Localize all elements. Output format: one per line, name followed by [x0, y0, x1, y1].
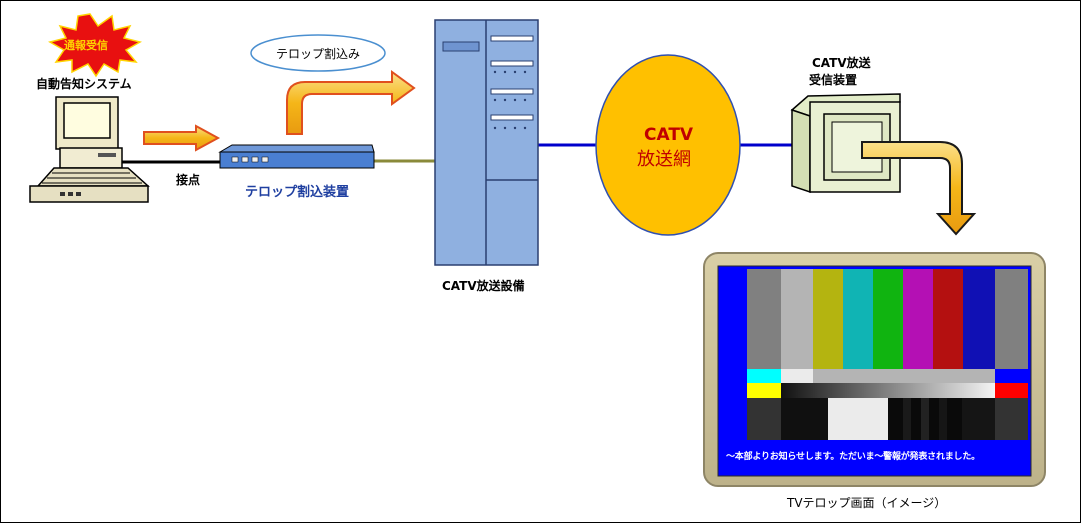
- notification-burst-icon: [48, 13, 142, 78]
- contact-label: 接点: [176, 173, 201, 187]
- telop-insert-bubble: [250, 34, 386, 72]
- computer-icon: [29, 96, 150, 203]
- color-bars: [747, 269, 1028, 369]
- receiver-label-line1: CATV放送: [812, 56, 871, 70]
- alert-flow-arrow: [143, 124, 221, 152]
- catv-network-label-line2: 放送網: [637, 149, 691, 170]
- telop-device-label: テロップ割込装置: [245, 185, 350, 200]
- notification-burst-label: 通報受信: [64, 39, 108, 52]
- telop-device-icon: [218, 144, 375, 169]
- catv-rack-icon: [434, 19, 539, 266]
- tv-caption: TVテロップ画面（イメージ）: [787, 496, 947, 510]
- receive-flow-arrow: [861, 141, 977, 236]
- tv-telop-text: ～本部よりお知らせします。ただいま～警報が発表されました。: [726, 452, 980, 462]
- tv-screen: [703, 252, 1046, 487]
- catv-equipment-label: CATV放送設備: [442, 279, 525, 293]
- catv-network-ellipse: [595, 54, 741, 236]
- alert-system-label: 自動告知システム: [36, 77, 132, 91]
- receiver-label-line2: 受信装置: [809, 73, 858, 87]
- catv-network-label-line1: CATV: [644, 125, 694, 145]
- telop-insert-label: テロップ割込み: [276, 47, 361, 61]
- telop-insert-arrow: [286, 70, 416, 135]
